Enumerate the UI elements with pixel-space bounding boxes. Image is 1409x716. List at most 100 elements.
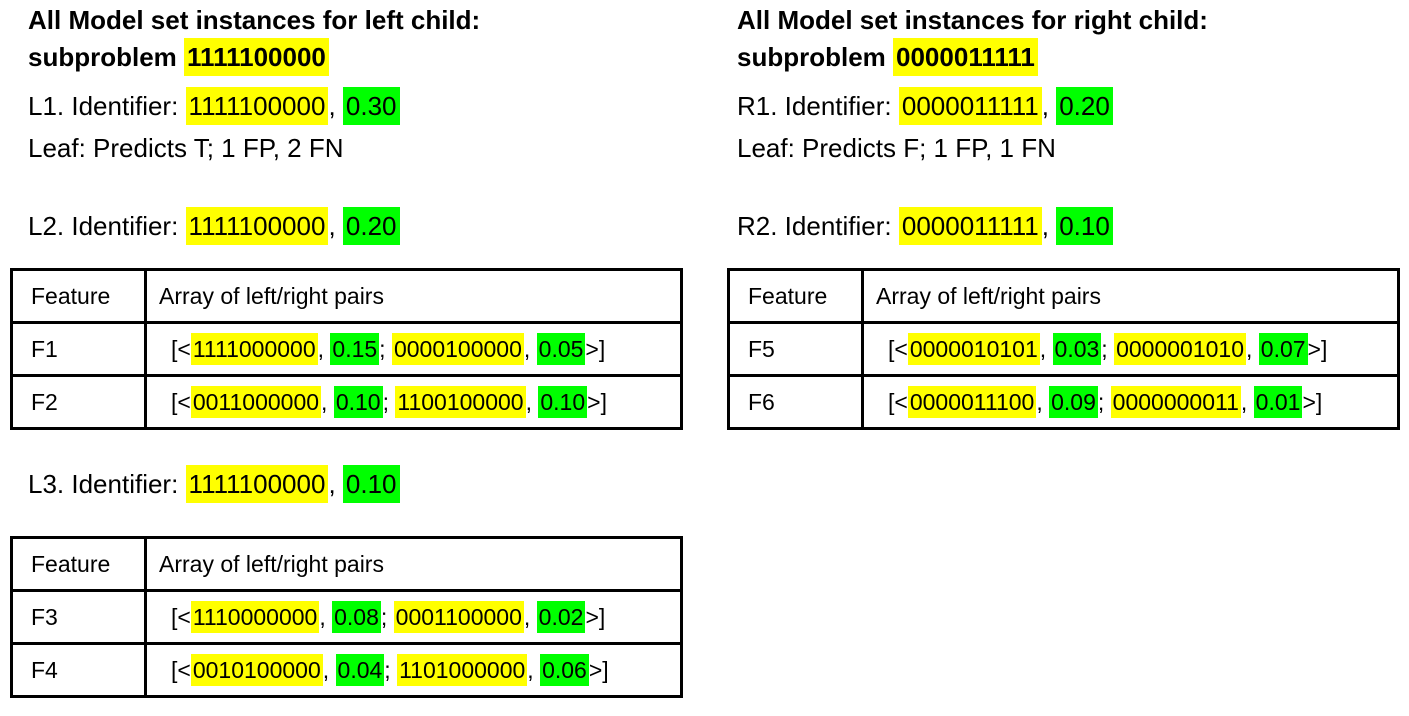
model-table-l2-wrap: Feature Array of left/right pairs F1 [<1… (10, 268, 683, 430)
right-title-line1: All Model set instances for right child: (737, 5, 1208, 35)
pair-separator: , (319, 603, 333, 630)
pair-left-id-highlight: 0000010101 (907, 332, 1040, 365)
table-header-pairs: Array of left/right pairs (144, 536, 683, 592)
pair-right-id-highlight: 0000100000 (391, 332, 524, 365)
pair-separator: , (1240, 388, 1254, 415)
pair-open: [< (888, 335, 908, 362)
pairs-cell: [<1110000000, 0.08; 0001100000, 0.02>] (144, 589, 683, 645)
pairs-cell: [<0010100000, 0.04; 1101000000, 0.06>] (144, 642, 683, 698)
pair-close: >] (585, 335, 606, 362)
pair-separator: , (317, 335, 331, 362)
instance-l2-id-highlight: 1111100000 (185, 207, 329, 245)
pair-separator: ; (380, 603, 394, 630)
instance-r1-value-highlight: 0.20 (1056, 87, 1113, 125)
pair-right-val-highlight: 0.10 (538, 385, 588, 418)
instance-l3-id-highlight: 1111100000 (185, 465, 329, 503)
instance-l2-label: L2. Identifier: (28, 211, 186, 241)
pair-left-id-highlight: 0000011100 (907, 385, 1037, 418)
pair-right-val-highlight: 0.06 (540, 653, 589, 686)
right-panel: All Model set instances for right child:… (727, 0, 1405, 716)
table-header-row: Feature Array of left/right pairs (10, 536, 683, 592)
pair-separator: , (321, 388, 334, 415)
instance-line-r1: R1. Identifier: 0000011111, 0.20 (737, 87, 1113, 125)
table-row: F2 [<0011000000, 0.10; 1100100000, 0.10>… (10, 374, 683, 430)
pair-close: >] (587, 388, 607, 415)
pair-separator: , (1036, 388, 1050, 415)
feature-cell: F4 (10, 642, 147, 698)
instance-r2-id-highlight: 0000011111 (898, 207, 1042, 245)
table-header-pairs: Array of left/right pairs (144, 268, 683, 324)
instance-r2-separator: , (1041, 211, 1057, 241)
right-subproblem-id-highlight: 0000011111 (893, 38, 1038, 76)
left-title-line2-prefix: subproblem (28, 42, 185, 72)
pair-close: >] (588, 656, 609, 683)
right-panel-title: All Model set instances for right child:… (737, 2, 1208, 76)
table-header-feature: Feature (10, 536, 147, 592)
feature-cell: F3 (10, 589, 147, 645)
pair-left-val-highlight: 0.08 (332, 600, 381, 633)
instance-l1-separator: , (328, 91, 343, 121)
instance-l3-label: L3. Identifier: (28, 469, 186, 499)
pair-left-id-highlight: 0011000000 (190, 385, 322, 418)
feature-cell: F5 (727, 321, 864, 377)
instance-line-l1: L1. Identifier: 1111100000, 0.30 (28, 87, 400, 125)
instance-r2-value-highlight: 0.10 (1056, 207, 1113, 245)
left-title-line1: All Model set instances for left child: (28, 5, 481, 35)
pair-left-id-highlight: 0010100000 (190, 653, 323, 686)
pair-separator: ; (379, 335, 392, 362)
leaf-note-r1: Leaf: Predicts F; 1 FP, 1 FN (737, 133, 1056, 163)
pair-right-id-highlight: 0001100000 (393, 600, 524, 633)
pair-open: [< (171, 603, 191, 630)
pair-left-id-highlight: 1110000000 (190, 600, 320, 633)
model-table-r2-wrap: Feature Array of left/right pairs F5 [<0… (727, 268, 1400, 430)
pair-separator: , (322, 656, 336, 683)
table-row: F3 [<1110000000, 0.08; 0001100000, 0.02>… (10, 589, 683, 645)
pair-open: [< (171, 656, 191, 683)
pair-left-val-highlight: 0.04 (335, 653, 385, 686)
pair-separator: ; (1097, 388, 1111, 415)
pair-separator: ; (382, 388, 396, 415)
pair-right-val-highlight: 0.01 (1253, 385, 1303, 418)
instance-r1-separator: , (1041, 91, 1057, 121)
left-title-line2: subproblem 1111100000 (28, 38, 480, 76)
instance-l2-separator: , (328, 211, 343, 241)
pair-close: >] (1302, 388, 1323, 415)
instance-l3-value-highlight: 0.10 (342, 465, 400, 503)
pair-separator: , (523, 603, 537, 630)
feature-cell: F6 (727, 374, 864, 430)
right-title-line2-prefix: subproblem (737, 42, 894, 72)
table-header-feature: Feature (10, 268, 147, 324)
pair-right-id-highlight: 1101000000 (397, 653, 528, 686)
pair-separator: ; (384, 656, 398, 683)
model-table-r2: Feature Array of left/right pairs F5 [<0… (727, 268, 1400, 430)
pair-separator: , (523, 335, 537, 362)
pair-close: >] (585, 603, 606, 630)
instance-r1-id-highlight: 0000011111 (898, 87, 1042, 125)
pair-right-id-highlight: 1100100000 (395, 385, 526, 418)
table-header-feature: Feature (727, 268, 864, 324)
instance-line-l3: L3. Identifier: 1111100000, 0.10 (28, 465, 400, 503)
pair-right-val-highlight: 0.07 (1258, 332, 1308, 365)
model-table-l3-wrap: Feature Array of left/right pairs F3 [<1… (10, 536, 683, 698)
pairs-cell: [<1111000000, 0.15; 0000100000, 0.05>] (144, 321, 683, 377)
left-panel: All Model set instances for left child: … (10, 0, 688, 716)
pair-right-val-highlight: 0.05 (536, 332, 586, 365)
pair-left-id-highlight: 1111000000 (190, 332, 318, 365)
pair-left-val-highlight: 0.09 (1049, 385, 1098, 418)
instance-l1-id-highlight: 1111100000 (185, 87, 329, 125)
table-row: F5 [<0000010101, 0.03; 0000001010, 0.07>… (727, 321, 1400, 377)
feature-cell: F1 (10, 321, 147, 377)
pairs-cell: [<0000010101, 0.03; 0000001010, 0.07>] (861, 321, 1400, 377)
instance-line-r2: R2. Identifier: 0000011111, 0.10 (737, 207, 1113, 245)
leaf-note-l1: Leaf: Predicts T; 1 FP, 2 FN (28, 133, 344, 163)
instance-r2-label: R2. Identifier: (737, 211, 899, 241)
instance-r1-label: R1. Identifier: (737, 91, 899, 121)
pair-open: [< (171, 388, 191, 415)
table-header-pairs: Array of left/right pairs (861, 268, 1400, 324)
left-subproblem-id-highlight: 1111100000 (184, 38, 329, 76)
left-panel-title: All Model set instances for left child: … (28, 2, 480, 76)
feature-cell: F2 (10, 374, 147, 430)
right-title-line2: subproblem 0000011111 (737, 38, 1208, 76)
instance-l3-separator: , (328, 469, 343, 499)
pair-separator: , (527, 656, 541, 683)
